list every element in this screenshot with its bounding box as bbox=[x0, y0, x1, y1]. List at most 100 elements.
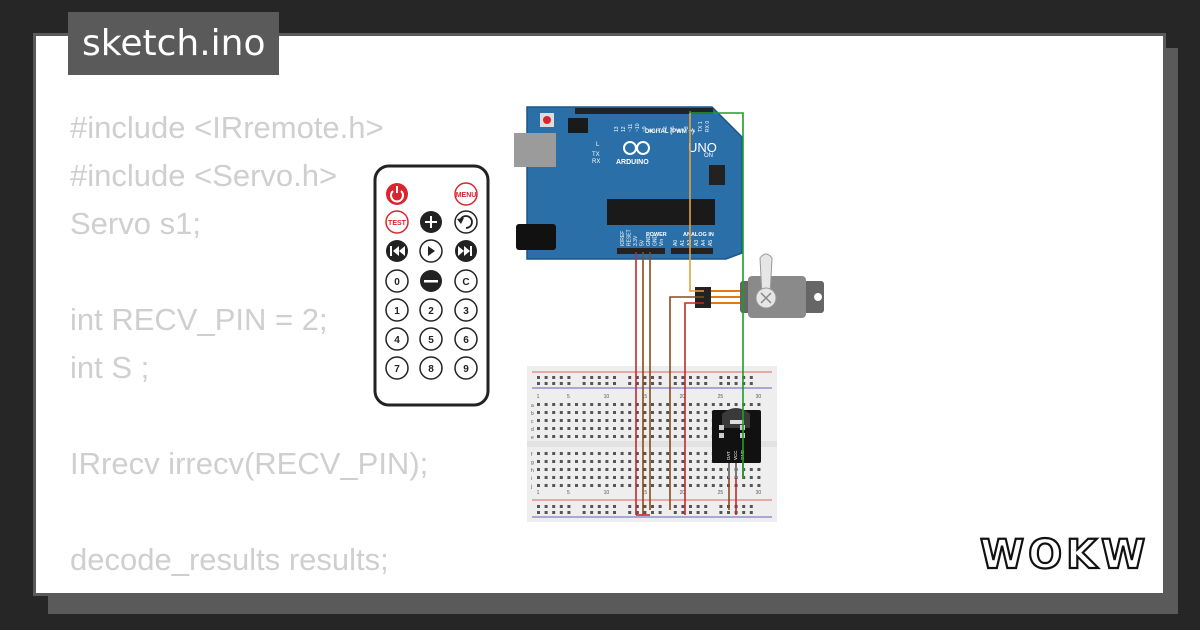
pin-label: RESET bbox=[627, 229, 633, 246]
ir-pin-label: VCC bbox=[733, 450, 738, 460]
brown-wire-servo-gnd bbox=[669, 296, 704, 510]
remote-key-label: 6 bbox=[463, 335, 469, 346]
remote-key-2[interactable]: 2 bbox=[419, 298, 443, 322]
green-wire-data bbox=[689, 111, 744, 478]
remote-key-label: TEST bbox=[388, 220, 407, 227]
remote-key-label: 5 bbox=[428, 335, 434, 346]
pin-label: A1 bbox=[680, 240, 686, 246]
orange-wire-signal bbox=[689, 113, 704, 292]
pin-label: 4 bbox=[677, 129, 683, 132]
pin-label: 7 bbox=[656, 129, 662, 132]
row-letter: c bbox=[531, 419, 534, 425]
on-led-label: ON bbox=[704, 153, 713, 159]
wokwi-logo: WOKWi bbox=[979, 531, 1150, 576]
power-label: POWER bbox=[646, 232, 667, 238]
remote-key-label: 4 bbox=[394, 335, 400, 346]
remote-key-0[interactable]: 0 bbox=[385, 269, 409, 293]
remote-key-label: C bbox=[462, 277, 469, 288]
rewind-button[interactable] bbox=[386, 240, 408, 262]
remote-key-label: 8 bbox=[428, 364, 434, 375]
pin-label: A4 bbox=[701, 240, 707, 246]
pin-label: 5V bbox=[640, 239, 646, 246]
back-button[interactable] bbox=[454, 210, 478, 234]
remote-key-c[interactable]: C bbox=[454, 269, 478, 293]
column-number: 30 bbox=[756, 490, 762, 496]
remote-key-5[interactable]: 5 bbox=[419, 327, 443, 351]
pin-label: A0 bbox=[673, 240, 679, 246]
remote-key-label: 2 bbox=[428, 306, 434, 317]
column-number: 25 bbox=[718, 490, 724, 496]
ir-remote: MENU TEST 0 C 1 2 3 4 5 6 7 8 9 bbox=[373, 164, 490, 407]
row-letter: b bbox=[531, 411, 534, 417]
power-header bbox=[617, 248, 665, 254]
remote-key-8[interactable]: 8 bbox=[419, 356, 443, 380]
digital-header bbox=[575, 108, 713, 114]
column-number: 1 bbox=[537, 490, 540, 496]
pin-label: ~5 bbox=[670, 126, 676, 132]
column-number: 15 bbox=[642, 490, 648, 496]
sketch-filename: sketch.ino bbox=[68, 12, 280, 75]
pin-label: ~10 bbox=[635, 123, 641, 132]
column-number: 20 bbox=[680, 490, 686, 496]
pin-label: ~3 bbox=[684, 126, 690, 132]
row-letter: h bbox=[531, 468, 534, 474]
power-button[interactable] bbox=[386, 183, 408, 205]
servo-motor bbox=[695, 253, 824, 318]
analog-label: ANALOG IN bbox=[683, 232, 714, 238]
pin-label: ~9 bbox=[642, 126, 648, 132]
row-letter: e bbox=[531, 435, 534, 441]
remote-key-menu[interactable]: MENU bbox=[454, 182, 478, 206]
pin-label: Vin bbox=[659, 239, 665, 246]
rx-led-label: RX bbox=[592, 159, 600, 165]
row-letter: a bbox=[531, 403, 534, 409]
pin-label: A5 bbox=[708, 240, 714, 246]
pin-label: GND bbox=[646, 235, 652, 247]
tx-led-label: TX bbox=[592, 152, 600, 158]
row-letter: j bbox=[530, 484, 532, 490]
row-letter: i bbox=[531, 476, 532, 482]
remote-key-4[interactable]: 4 bbox=[385, 327, 409, 351]
remote-key-label: 7 bbox=[394, 364, 400, 375]
column-number: 5 bbox=[567, 490, 570, 496]
column-number: 5 bbox=[567, 394, 570, 400]
play-button[interactable] bbox=[419, 239, 443, 263]
remote-key-7[interactable]: 7 bbox=[385, 356, 409, 380]
minus-button[interactable] bbox=[420, 270, 442, 292]
arduino-label: ARDUINO bbox=[616, 159, 649, 166]
code-line: Servo s1; bbox=[70, 206, 201, 241]
column-number: 10 bbox=[604, 490, 610, 496]
pin-label: ~11 bbox=[628, 124, 634, 132]
pin-label: 8 bbox=[649, 129, 655, 132]
remote-key-label: 9 bbox=[463, 364, 469, 375]
remote-key-6[interactable]: 6 bbox=[454, 327, 478, 351]
remote-key-3[interactable]: 3 bbox=[454, 298, 478, 322]
row-letter: f bbox=[531, 452, 533, 458]
column-number: 30 bbox=[756, 394, 762, 400]
power-jack bbox=[516, 224, 556, 250]
pin-label: 12 bbox=[621, 126, 627, 132]
forward-button[interactable] bbox=[455, 240, 477, 262]
arduino-logo-icon bbox=[623, 141, 650, 155]
analog-header bbox=[671, 248, 713, 254]
pin-label: 3.3V bbox=[633, 235, 639, 246]
digital-label: DIGITAL (PWM ~) bbox=[645, 129, 694, 135]
remote-key-label: 3 bbox=[463, 306, 469, 317]
wires bbox=[635, 111, 744, 516]
reset-button[interactable] bbox=[543, 116, 551, 124]
pin-label: GND bbox=[653, 235, 659, 247]
code-snippet: #include <IRremote.h>#include <Servo.h>S… bbox=[70, 104, 428, 584]
pin-label: A3 bbox=[694, 240, 700, 246]
code-line: int RECV_PIN = 2; bbox=[70, 302, 328, 337]
code-line: int S ; bbox=[70, 350, 150, 385]
red-wire-servo-vcc bbox=[684, 302, 704, 515]
usb-port bbox=[514, 133, 556, 167]
plus-button[interactable] bbox=[420, 211, 442, 233]
pin-label: IOREF bbox=[620, 231, 626, 246]
remote-key-9[interactable]: 9 bbox=[454, 356, 478, 380]
remote-key-1[interactable]: 1 bbox=[385, 298, 409, 322]
row-letter: d bbox=[531, 427, 534, 433]
remote-key-test[interactable]: TEST bbox=[385, 210, 409, 234]
ir-pin-label: DAT bbox=[726, 451, 731, 460]
